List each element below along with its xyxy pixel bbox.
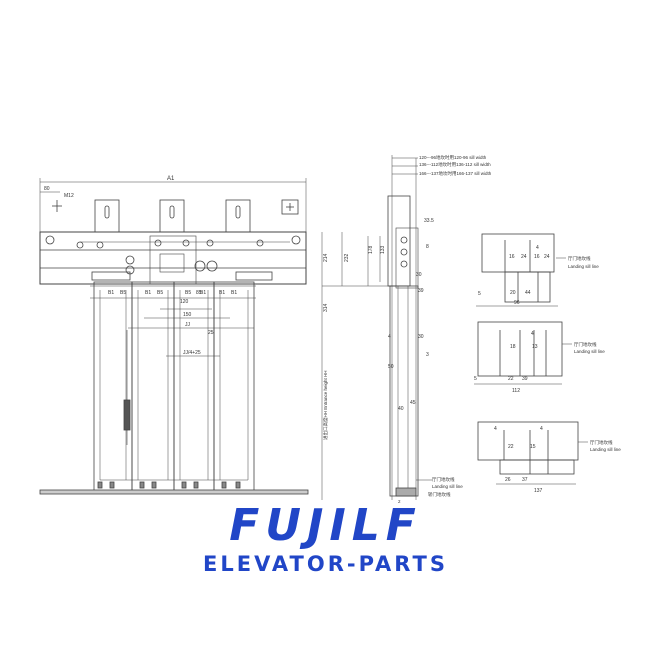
s1-dim-16b: 16 xyxy=(534,254,540,260)
dim-jj: JJ xyxy=(185,322,191,328)
car-sill-cn: 轿门地坎线 xyxy=(428,491,451,498)
s1-dim-16a: 16 xyxy=(509,254,515,260)
sill-detail-2: 4 18 13 5 22 39 112 厅门地坎线 Landing sill l… xyxy=(474,321,605,394)
brand-subtitle: ELEVATOR-PARTS xyxy=(203,552,448,576)
s2-dim-39: 39 xyxy=(522,376,528,382)
left-offset-label: 80 xyxy=(44,186,50,192)
dim-b1-c: B1 xyxy=(200,290,206,296)
dim-85: 85 xyxy=(196,290,202,296)
dim-2: 2 xyxy=(398,499,401,504)
s3-dim-26: 26 xyxy=(505,477,511,483)
bracket-mid xyxy=(159,199,185,233)
s3-label-en: Landing sill line xyxy=(590,447,621,452)
s1-dim-24a: 24 xyxy=(521,254,527,260)
dim-150: 150 xyxy=(183,312,192,318)
dim-45: 45 xyxy=(410,400,416,406)
dim-3: 3 xyxy=(426,352,429,358)
s2-dim-13: 13 xyxy=(532,344,538,350)
dim-4: 4 xyxy=(388,334,391,340)
bolt-label: M12 xyxy=(64,193,74,199)
landing-sill-en: Landing sill line xyxy=(432,484,463,489)
dim-178: 178 xyxy=(368,245,374,254)
s2-dim-5: 5 xyxy=(474,376,477,382)
s1-dim-24b: 24 xyxy=(544,254,550,260)
dim-50: 50 xyxy=(388,364,394,370)
dim-214: 214 xyxy=(323,253,329,262)
dim-30-a: 30 xyxy=(416,272,422,278)
s2-dim-4: 4 xyxy=(531,331,534,337)
door-panel-2 xyxy=(131,281,175,493)
s2-dim-22: 22 xyxy=(508,376,514,382)
side-view: 120---96地坎时用120-96 sill width 136---112地… xyxy=(321,154,492,504)
sill-detail-3: 4 4 22 15 26 37 137 厅门地坎线 Landing sill l… xyxy=(477,421,621,494)
sill-detail-1: 4 16 24 16 24 5 20 44 96 厅门地坎线 Landing s… xyxy=(476,233,599,307)
s3-dim-37: 37 xyxy=(522,477,528,483)
dim-120: 120 xyxy=(180,299,189,305)
s2-width: 112 xyxy=(512,388,520,394)
bracket-left xyxy=(94,199,120,233)
dim-25: 25 xyxy=(208,330,214,336)
overall-width-label: A1 xyxy=(167,176,175,182)
dim-39: 39 xyxy=(418,288,424,294)
dim-b5-b: B5 xyxy=(157,290,163,296)
dim-40: 40 xyxy=(398,406,404,412)
sill-note-3: 166---137地坎时用166-137 sill width xyxy=(419,170,492,177)
dim-314: 314 xyxy=(323,303,329,312)
s1-dim-20: 20 xyxy=(510,290,516,296)
dim-133: 133 xyxy=(380,245,386,254)
brand-logo: FUJILF xyxy=(229,500,422,551)
dim-b1-d: B1 xyxy=(219,290,225,296)
s2-dim-18: 18 xyxy=(510,344,516,350)
s2-label-en: Landing sill line xyxy=(574,349,605,354)
s1-dim-5: 5 xyxy=(478,291,481,297)
sill-note-1: 120---96地坎时用120-96 sill width xyxy=(419,154,487,161)
s3-width: 137 xyxy=(534,488,543,494)
dim-232: 232 xyxy=(344,253,350,262)
dim-b1-e: B1 xyxy=(231,290,237,296)
door-operator-header xyxy=(39,231,307,285)
dim-8: 8 xyxy=(426,244,429,250)
s1-label-cn: 厅门地坎线 xyxy=(568,255,591,262)
door-panel-1 xyxy=(93,281,133,493)
dim-30-b: 30 xyxy=(418,334,424,340)
s3-dim-15: 15 xyxy=(530,444,536,450)
dim-b1-b: B1 xyxy=(145,290,151,296)
s3-label-cn: 厅门地坎线 xyxy=(590,439,613,446)
dim-jj-4-25: JJ/4+25 xyxy=(183,350,201,356)
front-view: A1 80 M12 B1 B5 xyxy=(39,176,309,495)
s1-dim-44: 44 xyxy=(525,290,531,296)
dim-b5-c: B5 xyxy=(185,290,191,296)
s3-dim-4a: 4 xyxy=(494,426,497,432)
s1-width: 96 xyxy=(514,300,520,306)
dim-33-5: 33.5 xyxy=(424,218,434,224)
dim-b5-a: B5 xyxy=(120,290,126,296)
s3-dim-4b: 4 xyxy=(540,426,543,432)
landing-sill-cn: 厅门地坎线 xyxy=(432,476,455,483)
s3-dim-22: 22 xyxy=(508,444,514,450)
s1-label-en: Landing sill line xyxy=(568,264,599,269)
floor-sill xyxy=(39,489,309,495)
dim-b1-a: B1 xyxy=(108,290,114,296)
entrance-height-label: 进出口高度HH Entrance height HH xyxy=(322,370,329,440)
s1-dim-4: 4 xyxy=(536,245,539,251)
sill-note-2: 136---112地坎时用136-112 sill width xyxy=(419,161,491,168)
bracket-right xyxy=(225,199,251,233)
s2-label-cn: 厅门地坎线 xyxy=(574,341,597,348)
